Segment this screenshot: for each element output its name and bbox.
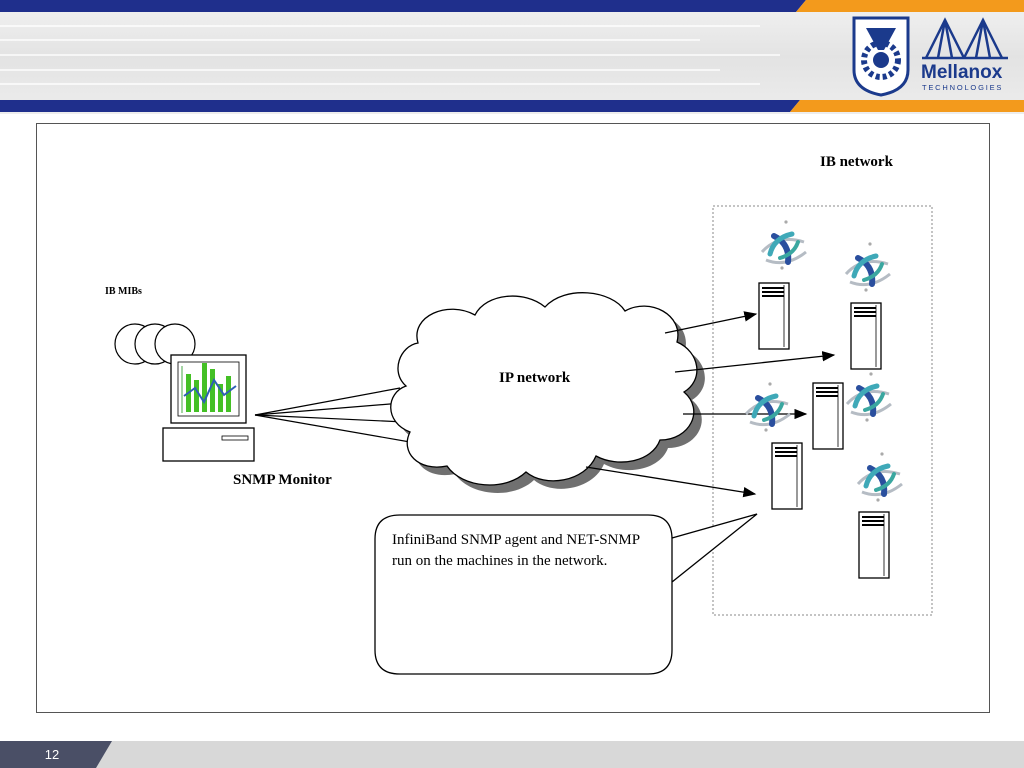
computer-icon: [162, 354, 255, 462]
page-number-tab: [0, 741, 112, 768]
infiniband-icon: [762, 220, 806, 269]
cloud-to-server-arrows: [585, 311, 836, 498]
infiniband-icon: [746, 382, 790, 431]
header-bottom-accent: [790, 100, 1024, 112]
ib-mibs-label: IB MIBs: [105, 286, 142, 297]
diagram-frame: [36, 123, 990, 713]
server-icon: [771, 442, 803, 510]
header-top-bar: [0, 0, 806, 12]
infiniband-icon: [847, 372, 891, 421]
mellanox-logo-text: Mellanox: [921, 62, 1003, 83]
ib-network-boundary: [712, 205, 933, 616]
snmp-monitor-label: SNMP Monitor: [233, 472, 332, 488]
technion-emblem-icon: [852, 16, 910, 97]
mellanox-logo-subtext: TECHNOLOGIES: [922, 83, 1004, 92]
page-number: 12: [44, 747, 60, 762]
callout-bubble: [374, 513, 758, 675]
mellanox-bridge-icon: [922, 17, 1008, 60]
callout-text: InfiniBand SNMP agent and NET-SNMP run o…: [392, 532, 640, 569]
header-bottom-bar: [0, 100, 800, 112]
ip-network-label: IP network: [499, 370, 571, 386]
infiniband-icon: [858, 452, 902, 501]
header-top-accent: [796, 0, 1024, 12]
network-diagram: [114, 205, 933, 675]
ib-network-label: IB network: [820, 154, 893, 170]
ib-mibs-icon: [114, 323, 196, 365]
monitor-to-cloud-links: [254, 387, 411, 443]
server-icon: [850, 302, 882, 370]
ip-network-cloud: [390, 292, 698, 486]
infiniband-icon: [846, 242, 890, 291]
server-icon: [758, 282, 790, 350]
server-icon: [858, 511, 890, 579]
slide-footer: [0, 741, 1024, 768]
server-icon: [812, 382, 844, 450]
slide-header: [0, 0, 1024, 114]
